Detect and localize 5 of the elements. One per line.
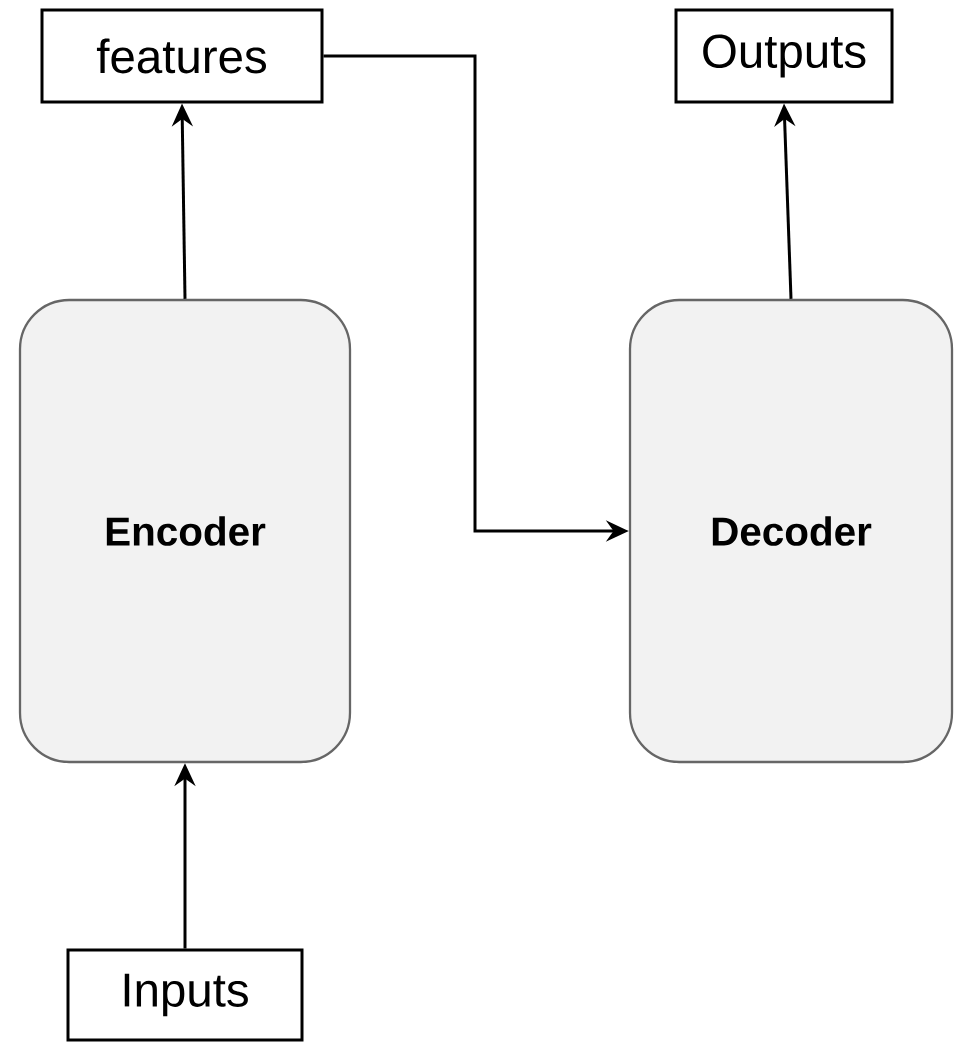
block-box: Encoder (18, 298, 352, 764)
label-box: Outputs (674, 8, 894, 104)
block-box: Decoder (628, 298, 954, 764)
label-box: features (40, 8, 324, 104)
label-box: Inputs (66, 948, 304, 1042)
